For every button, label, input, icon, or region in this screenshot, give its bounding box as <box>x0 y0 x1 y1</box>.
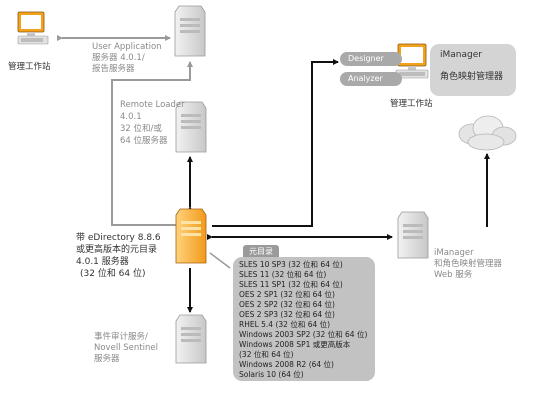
user-app-label: User Application <box>92 42 162 52</box>
os-list-item: OES 2 SP1 (32 位和 64 位) <box>239 290 335 299</box>
analyzer-pill[interactable]: Analyzer <box>340 72 402 86</box>
os-list-item: (32 位和 64 位) <box>239 350 294 359</box>
user-app-label: 报告服务器 <box>92 64 135 74</box>
admin-tools-panel <box>430 44 516 96</box>
remote-loader-label: Remote Loader <box>120 100 185 110</box>
user-app-label: 服务器 4.0.1/ <box>92 53 145 63</box>
os-list-item: SLES 11 SP1 (32 位和 64 位) <box>239 280 343 289</box>
os-list-item: SLES 11 (32 位和 64 位) <box>239 270 327 279</box>
audit-label: Novell Sentinel <box>94 343 158 353</box>
core-server-label: 或更高版本的元目录 <box>76 245 158 255</box>
core-server-label: (32 位和 64 位) <box>80 269 146 279</box>
os-list-item: Windows 2008 SP1 或更高版本 <box>239 340 351 349</box>
os-list-item: SLES 10 SP3 (32 位和 64 位) <box>239 260 343 269</box>
core-server-label: 4.0.1 服务器 <box>76 257 129 267</box>
os-list-item: Solaris 10 (64 位) <box>239 370 304 379</box>
remote-loader-label: 4.0.1 <box>120 112 142 122</box>
remote-loader-label: 32 位和/或 <box>120 124 162 134</box>
cloud-icon <box>458 115 517 151</box>
admin-workstation-label: 管理工作站 <box>390 99 433 109</box>
server-icon <box>175 208 207 264</box>
server-icon <box>397 211 429 259</box>
web-service-label: 和角色映射管理器 <box>434 259 503 269</box>
connector-core-to-userapp <box>111 61 193 226</box>
remote-loader-label: 64 位服务器 <box>120 136 168 146</box>
workstation-icon <box>17 11 49 45</box>
audit-label: 事件审计服务/ <box>94 332 148 342</box>
os-list-item: Windows 2008 R2 (64 位) <box>239 360 334 369</box>
admin-workstation-icon <box>395 43 429 79</box>
metadirectory-tab: 元目录 <box>243 245 279 258</box>
connector-core-to-os-panel <box>209 252 231 269</box>
os-list-item: RHEL 5.4 (32 位和 64 位) <box>239 320 331 329</box>
web-service-label: Web 服务 <box>434 270 473 280</box>
workstation-label: 管理工作站 <box>8 62 51 72</box>
core-server-label: 带 eDirectory 8.8.6 <box>76 233 161 243</box>
os-list-item: OES 2 SP3 (32 位和 64 位) <box>239 310 335 319</box>
server-icon <box>175 101 207 153</box>
role-mapping-label: 角色映射管理器 <box>440 72 504 82</box>
server-icon <box>175 314 207 364</box>
os-list-panel <box>233 257 375 381</box>
server-icon <box>174 5 206 57</box>
designer-pill[interactable]: Designer <box>340 52 402 66</box>
audit-label: 服务器 <box>94 354 120 364</box>
os-list-item: Windows 2003 SP2 (32 位和 64 位) <box>239 330 368 339</box>
os-list-item: OES 2 SP2 (32 位和 64 位) <box>239 300 335 309</box>
imanager-label: iManager <box>440 50 482 60</box>
web-service-label: iManager <box>434 248 474 258</box>
connector-core-to-admin <box>212 59 339 227</box>
